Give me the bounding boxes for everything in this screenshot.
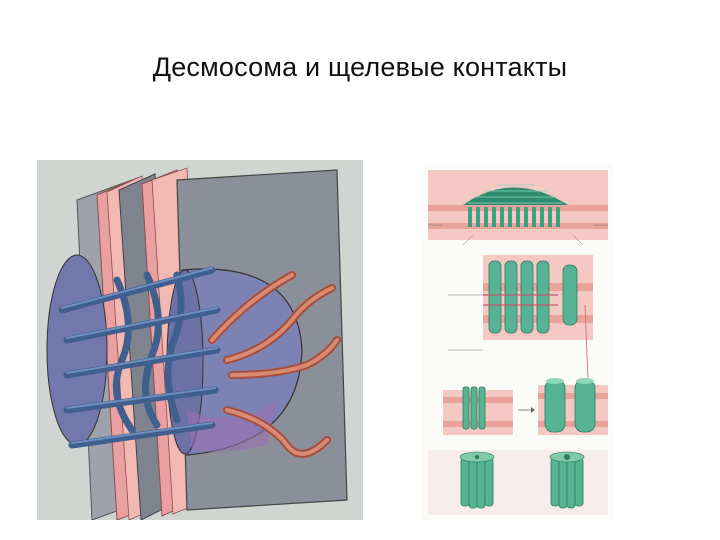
desmosome-illustration (37, 160, 363, 520)
gap-junction-svg (423, 165, 613, 520)
slide-title: Десмосома и щелевые контакты (152, 52, 568, 82)
desmosome-svg (37, 160, 363, 520)
gap-junction-diagram (423, 165, 613, 520)
